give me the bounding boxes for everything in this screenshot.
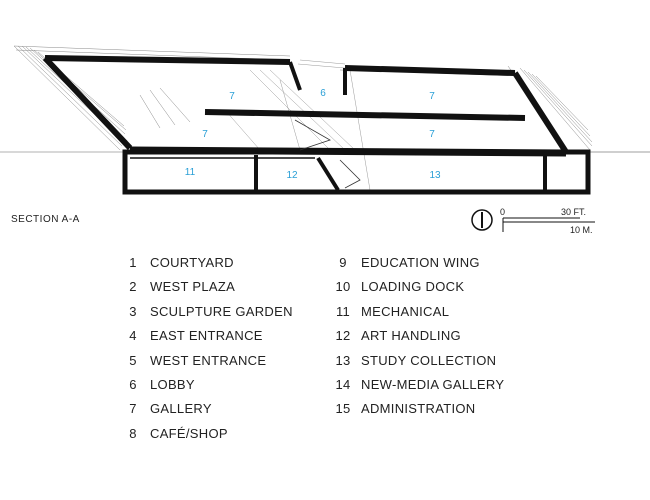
legend-item: 7 GALLERY — [123, 401, 293, 425]
legend-number: 2 — [129, 279, 137, 295]
legend-number: 4 — [129, 328, 137, 344]
legend-label: NEW-MEDIA GALLERY — [361, 376, 505, 392]
legend-label: GALLERY — [150, 401, 212, 417]
legend-label: SCULPTURE GARDEN — [150, 303, 293, 319]
legend-number: 8 — [129, 425, 137, 441]
room-label-study-collection: 13 — [429, 170, 441, 181]
legend-number: 3 — [129, 303, 137, 319]
legend-item: 13 STUDY COLLECTION — [332, 353, 504, 377]
scale-meters: 10 M. — [570, 225, 593, 235]
legend-item: 11 MECHANICAL — [332, 304, 504, 328]
legend-item: 12 ART HANDLING — [332, 328, 504, 352]
section-walls — [42, 55, 569, 157]
legend-number: 6 — [129, 376, 137, 392]
room-label-lobby: 6 — [320, 88, 326, 99]
legend-number: 9 — [339, 255, 347, 270]
legend-item: 2 WEST PLAZA — [123, 279, 293, 303]
legend-item: 4 EAST ENTRANCE — [123, 328, 293, 352]
legend-right-column: 9 EDUCATION WING 10 LOADING DOCK 11 MECHANI… — [332, 255, 504, 426]
atrium-stair — [294, 119, 361, 189]
legend-number: 10 — [335, 279, 351, 295]
legend-label: EAST ENTRANCE — [150, 328, 263, 344]
scale-zero: 0 — [500, 207, 505, 217]
legend-number: 11 — [335, 303, 351, 319]
legend-item: 3 SCULPTURE GARDEN — [123, 304, 293, 328]
section-title: SECTION A-A — [11, 214, 80, 225]
legend-number: 13 — [335, 352, 351, 368]
room-label-gallery-lower-left: 7 — [202, 129, 208, 140]
legend-label: COURTYARD — [150, 255, 234, 270]
legend-label: WEST ENTRANCE — [150, 352, 267, 368]
legend-label: CAFÉ/SHOP — [150, 425, 228, 441]
legend-label: ADMINISTRATION — [361, 401, 476, 417]
room-label-gallery-lower-right: 7 — [429, 129, 435, 140]
building-section-drawing: 7 6 7 7 7 11 12 13 0 30 FT. 10 M. — [0, 45, 650, 235]
legend-item: 5 WEST ENTRANCE — [123, 353, 293, 377]
basement-walls — [122, 149, 591, 195]
legend-item: 6 LOBBY — [123, 377, 293, 401]
legend-label: LOBBY — [150, 376, 195, 392]
scale-feet: 30 FT. — [561, 207, 586, 217]
legend-number: 5 — [129, 352, 137, 368]
room-label-gallery-upper-left: 7 — [229, 91, 235, 102]
legend-item: 15 ADMINISTRATION — [332, 401, 504, 425]
legend-label: STUDY COLLECTION — [361, 352, 497, 368]
legend-number: 15 — [335, 401, 351, 417]
legend-item: 1 COURTYARD — [123, 255, 293, 279]
legend-item: 14 NEW-MEDIA GALLERY — [332, 377, 504, 401]
legend-item: 10 LOADING DOCK — [332, 279, 504, 303]
scale-bar — [502, 217, 595, 232]
room-label-gallery-upper-right: 7 — [429, 91, 435, 102]
legend-label: ART HANDLING — [361, 328, 461, 344]
room-label-art-handling: 12 — [286, 170, 298, 181]
legend-label: EDUCATION WING — [361, 255, 480, 270]
legend-label: WEST PLAZA — [150, 279, 236, 295]
legend-label: MECHANICAL — [361, 303, 450, 319]
legend-number: 7 — [129, 401, 137, 417]
room-label-mechanical: 11 — [185, 167, 196, 178]
legend-left-column: 1 COURTYARD 2 WEST PLAZA 3 SCULPTURE GARDEN… — [123, 255, 293, 450]
legend-number: 12 — [335, 328, 351, 344]
legend-number: 1 — [129, 255, 137, 270]
legend-item: 8 CAFÉ/SHOP — [123, 426, 293, 450]
legend-item: 9 EDUCATION WING — [332, 255, 504, 279]
legend-number: 14 — [335, 376, 351, 392]
north-arrow-icon — [471, 209, 493, 231]
legend-label: LOADING DOCK — [361, 279, 465, 295]
